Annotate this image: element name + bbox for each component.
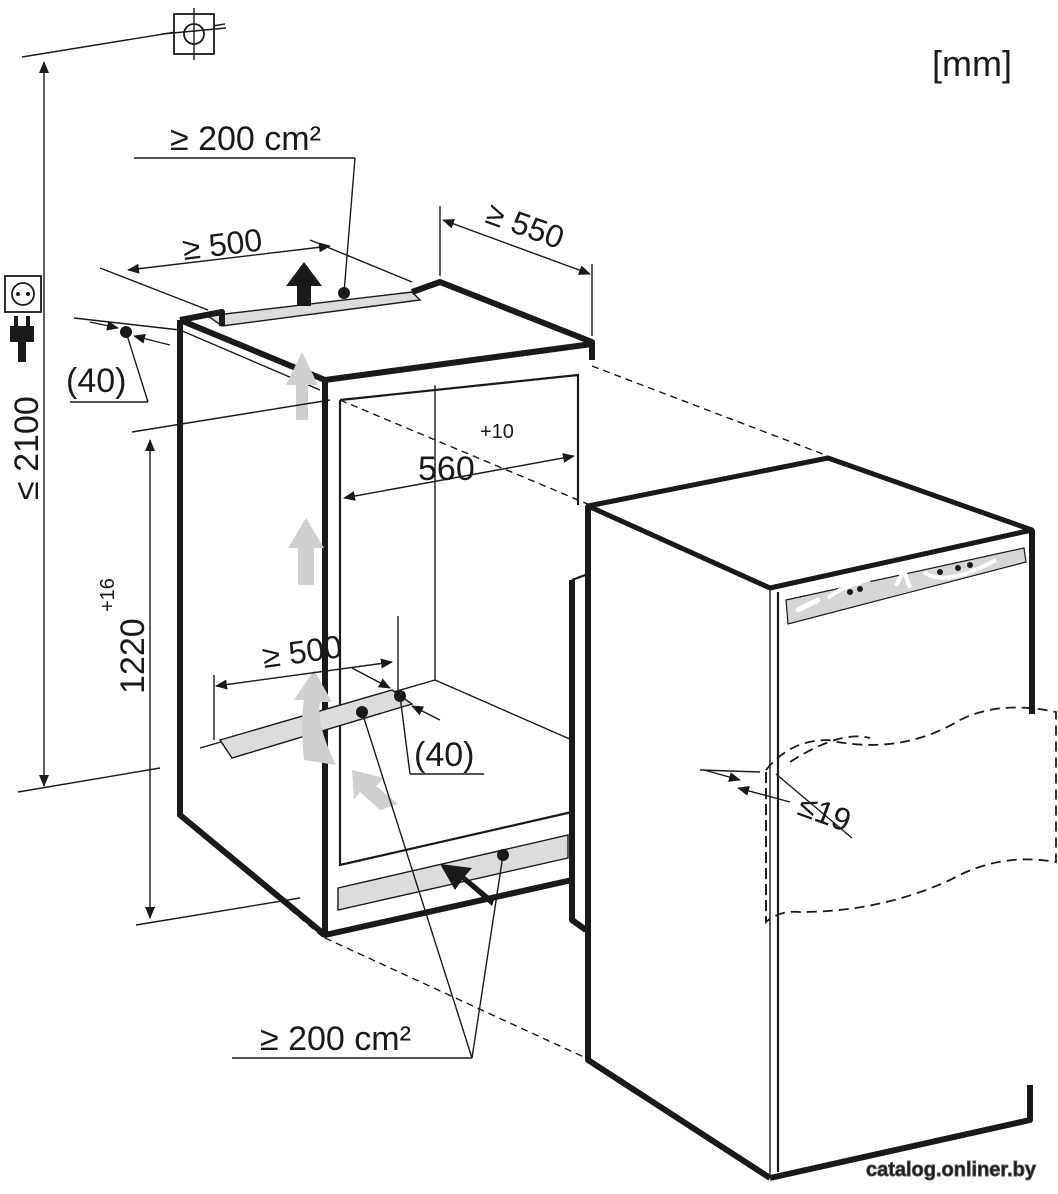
- ceiling-junction-icon: [21, 8, 227, 60]
- bottom-vent-area-callout: [232, 711, 504, 1059]
- niche-width-tolerance: +10: [480, 421, 514, 443]
- built-in-refrigerator: [569, 455, 1057, 1181]
- door-thickness-label: ≤19: [794, 787, 856, 839]
- niche-width-dimension: [343, 453, 575, 501]
- top-vent-width-dimension: [99, 239, 413, 311]
- cabinet-depth-label: ≥ 550: [482, 195, 569, 256]
- total-height-dimension: [17, 61, 161, 793]
- niche-height-label: 1220: [114, 618, 152, 694]
- bottom-vent-area-label: ≥ 200 cm²: [260, 1020, 411, 1058]
- airflow-arrows: [286, 352, 398, 810]
- exhaust-arrow-icon: [286, 262, 322, 306]
- top-gap-label: (40): [66, 362, 126, 400]
- projection-lines: [179, 365, 829, 1059]
- bottom-gap-dimension: [351, 667, 484, 775]
- watermark: catalog.onliner.by: [866, 1159, 1037, 1181]
- intake-arrow-icon: [440, 864, 494, 906]
- top-vent-area-callout: [134, 157, 356, 294]
- cabinet-depth-dimension: [439, 206, 593, 336]
- top-vent-width-label: ≥ 500: [180, 221, 264, 266]
- unit-label: [mm]: [932, 43, 1012, 84]
- total-height-label: ≤ 2100: [8, 396, 46, 500]
- bottom-vent-width-label: ≥ 500: [260, 628, 344, 675]
- niche-height-tolerance: +16: [97, 578, 119, 612]
- bottom-vent-width-dimension: [213, 616, 399, 740]
- top-vent-area-label: ≥ 200 cm²: [170, 120, 321, 158]
- niche-width-label: 560: [418, 450, 475, 488]
- top-gap-dimension: [70, 317, 181, 403]
- door-thickness-dimension: [699, 769, 853, 839]
- niche-cabinet: [177, 279, 595, 938]
- power-socket-icon: [4, 275, 42, 313]
- niche-height-dimension: [131, 399, 331, 926]
- bottom-gap-label: (40): [414, 736, 474, 774]
- power-plug-icon: [10, 316, 34, 362]
